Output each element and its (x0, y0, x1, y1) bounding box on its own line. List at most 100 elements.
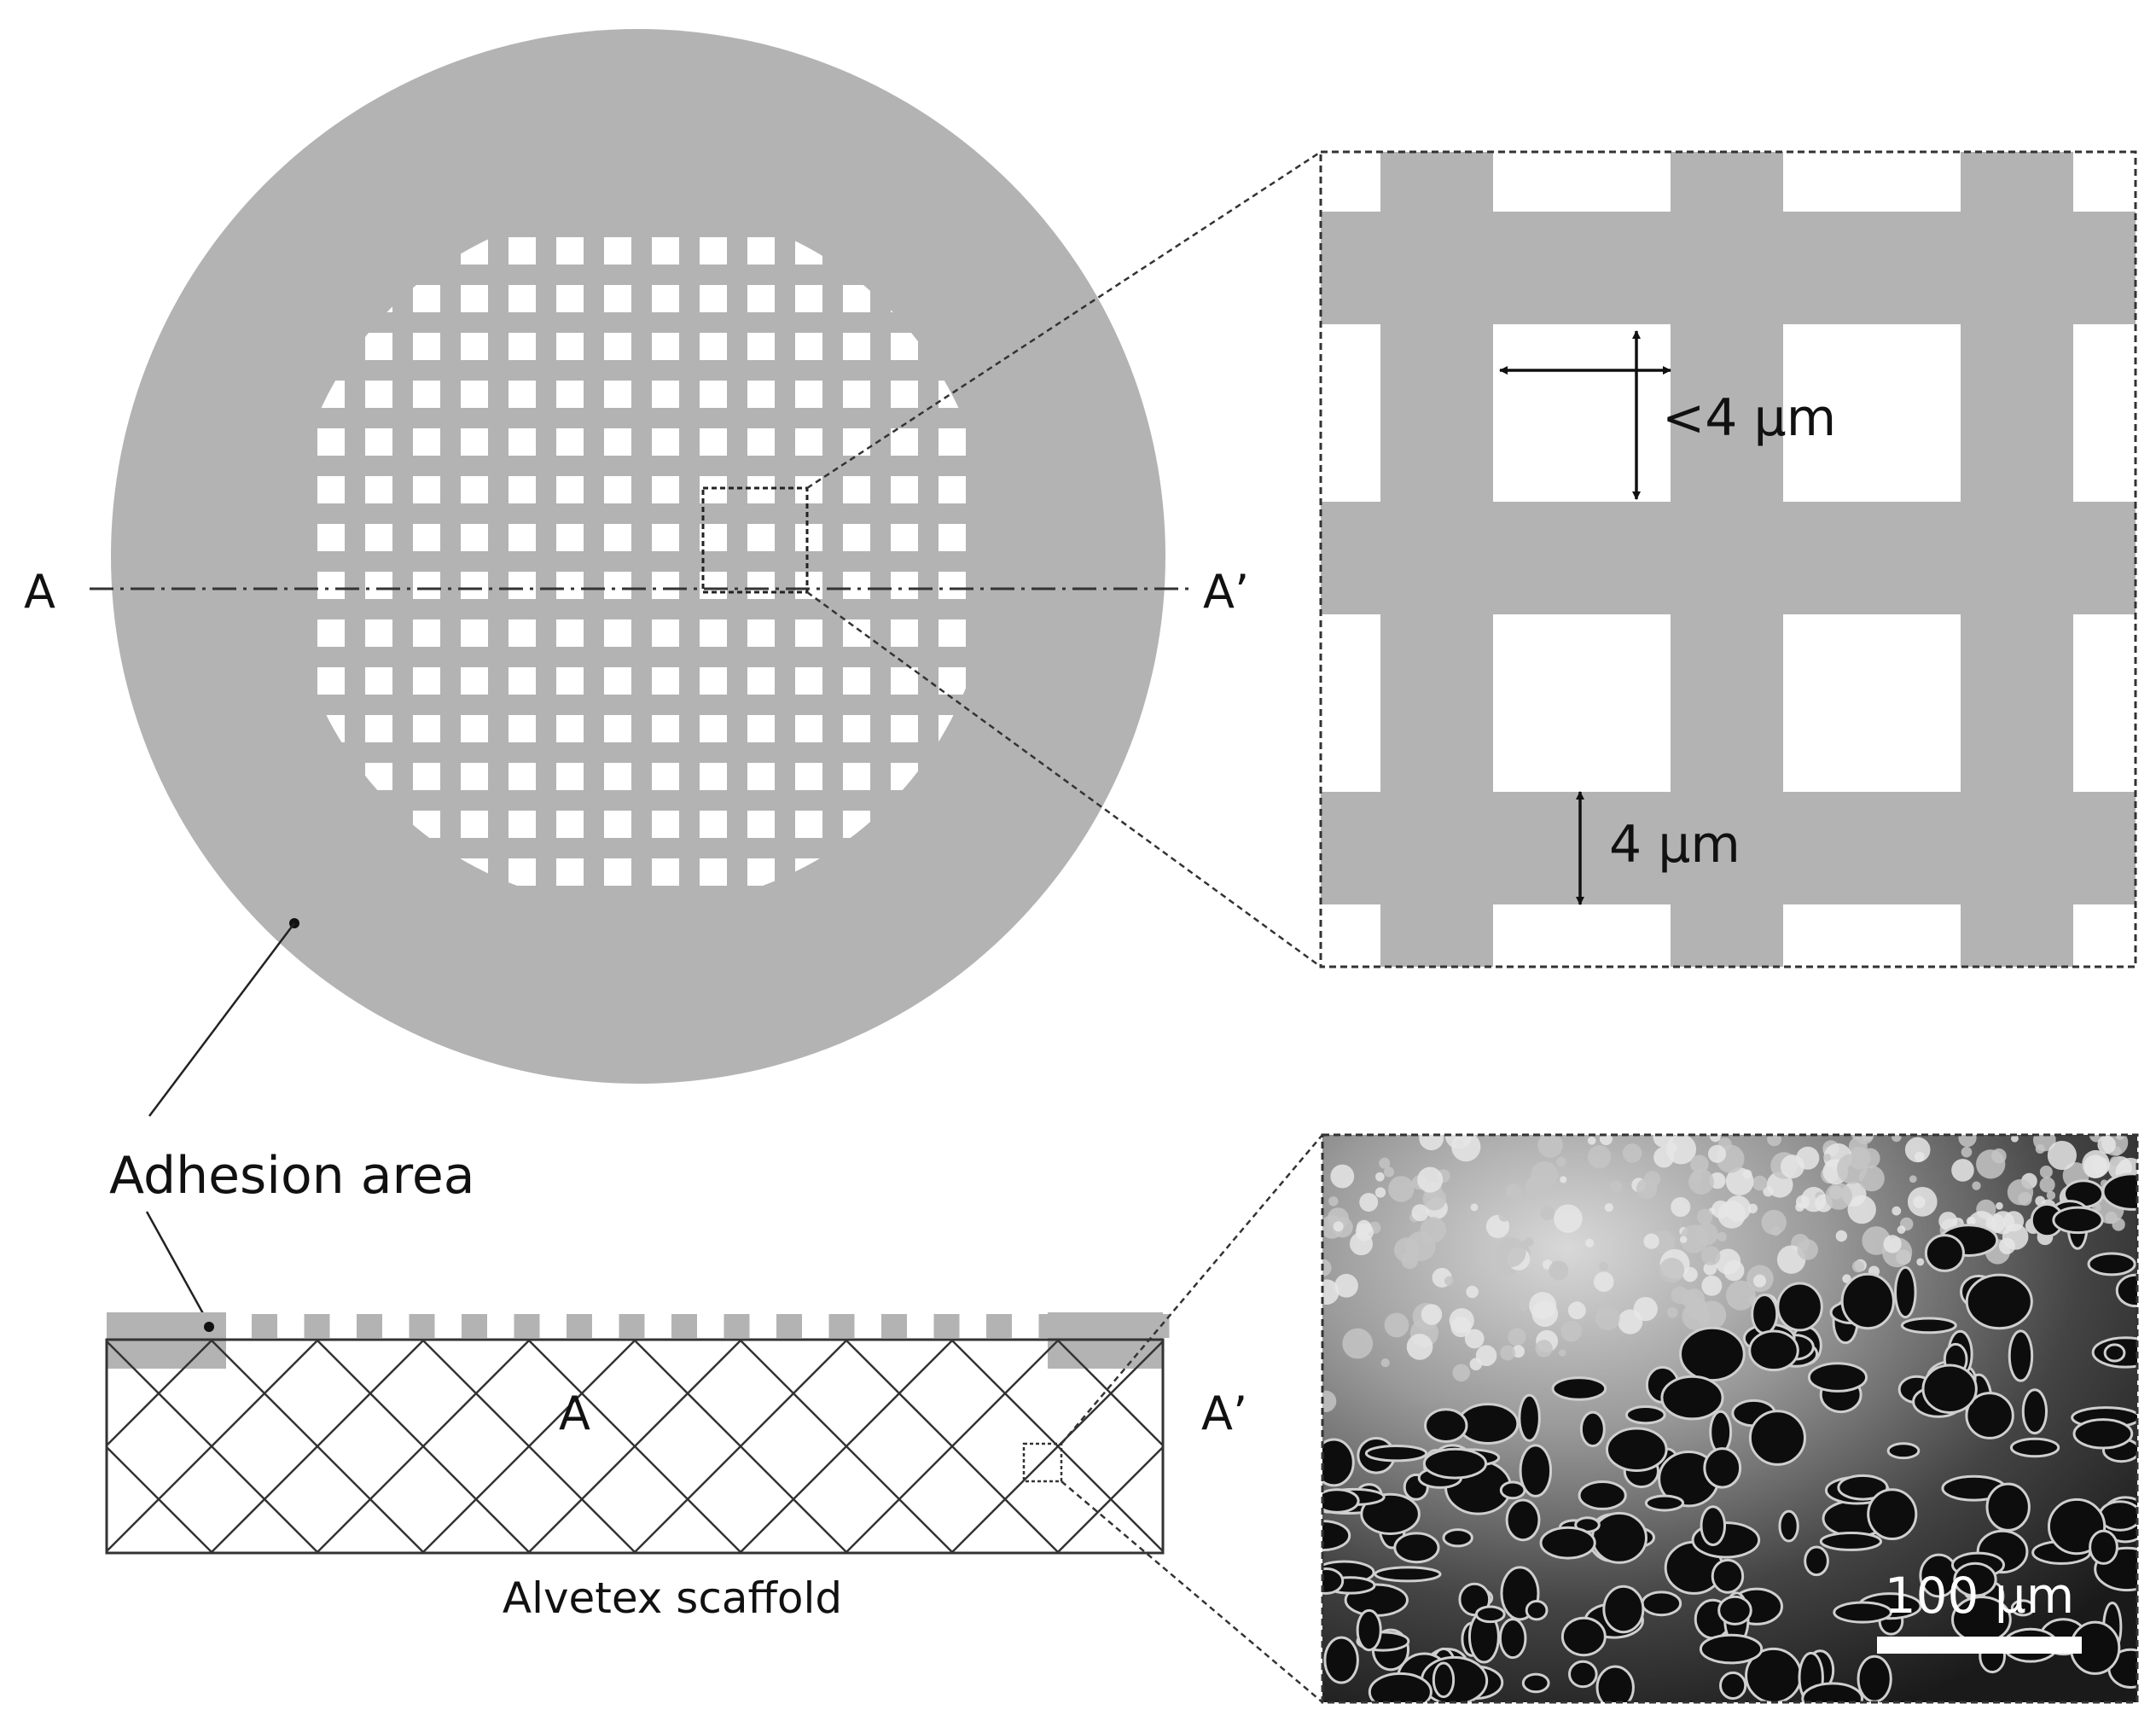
sem-pore (1804, 1545, 1829, 1577)
pore (795, 619, 822, 647)
adhesion-leader-bottom (145, 1211, 211, 1325)
pore (508, 858, 536, 886)
pore (843, 476, 870, 503)
pore (461, 333, 488, 360)
sem-texture (1951, 1159, 1974, 1182)
sem-pore (1778, 1509, 1799, 1543)
pore (604, 715, 631, 742)
sem-texture (2112, 1218, 2125, 1231)
pore (795, 667, 822, 695)
membrane-segment (671, 1314, 697, 1338)
pore (461, 524, 488, 551)
pore (461, 811, 488, 838)
sem-texture (1797, 1239, 1818, 1260)
pore (461, 715, 488, 742)
scaffold-outline (105, 1338, 1165, 1555)
lattice-strut (106, 1446, 213, 1554)
adhesion-area-label: Adhesion area (109, 1146, 475, 1206)
sem-pore (1568, 1660, 1598, 1689)
sem-texture (2097, 1135, 2116, 1154)
sem-pore (1965, 1273, 2033, 1330)
pore (556, 858, 584, 886)
sem-pore (1837, 1474, 1889, 1501)
sem-pore (1748, 1329, 1799, 1372)
sem-texture (2007, 1179, 2034, 1206)
sem-pore (1699, 1633, 1764, 1665)
bar-width-label: 4 µm (1609, 815, 1740, 875)
pore (795, 428, 822, 456)
pore (747, 237, 775, 265)
sem-pore (1644, 1494, 1685, 1512)
grid-bar-horizontal (1321, 212, 2136, 324)
pore (843, 524, 870, 551)
pore (556, 428, 584, 456)
membrane-segment (567, 1314, 592, 1338)
sem-pore (1374, 1566, 1442, 1583)
sem-texture (1996, 1201, 2003, 1210)
lattice-strut (421, 1339, 636, 1554)
sem-texture (1696, 1208, 1713, 1225)
pore (795, 285, 822, 312)
lattice-strut (950, 1339, 1164, 1552)
sem-pore (1857, 1654, 1892, 1702)
pore (365, 381, 392, 408)
sem-texture (1723, 1259, 1745, 1282)
pore (891, 476, 918, 503)
pore (939, 524, 966, 551)
sem-pore (1551, 1376, 1607, 1401)
sem-texture (1444, 1135, 1473, 1149)
sem-texture (1599, 1135, 1613, 1146)
pore-grid (317, 237, 966, 886)
pore (747, 333, 775, 360)
sem-pore (2089, 1529, 2118, 1565)
pore (843, 572, 870, 599)
sem-texture (1567, 1301, 1586, 1320)
sem-pore (1442, 1528, 1473, 1548)
sem-pore (1591, 1511, 1648, 1564)
sem-texture (1384, 1312, 1409, 1338)
pore (317, 428, 345, 456)
pore (365, 428, 392, 456)
membrane-segment (619, 1314, 645, 1338)
pore (508, 811, 536, 838)
sem-texture (1708, 1144, 1727, 1163)
cross-section-label-right: A’ (1201, 1387, 1247, 1440)
sem-pore (1518, 1393, 1541, 1442)
sem-texture (1976, 1149, 2006, 1179)
lattice-strut (739, 1339, 954, 1554)
pore (891, 715, 918, 742)
sem-pore (1833, 1601, 1892, 1624)
pore (508, 237, 536, 265)
sem-texture (2002, 1224, 2029, 1250)
sem-texture (1537, 1135, 1563, 1158)
sem-pore (2103, 1343, 2126, 1363)
pore (461, 285, 488, 312)
pore (891, 619, 918, 647)
sem-pore (1700, 1505, 1727, 1546)
pore (461, 381, 488, 408)
sem-texture (1519, 1301, 1529, 1311)
sem-pore (1560, 1616, 1607, 1657)
sem-texture (1653, 1135, 1674, 1148)
sem-texture (1671, 1196, 1691, 1218)
pore (508, 333, 536, 360)
sem-texture (1406, 1334, 1433, 1360)
sem-texture (1725, 1280, 1756, 1311)
pore (604, 524, 631, 551)
sem-texture (1478, 1252, 1493, 1267)
sem-texture (1512, 1345, 1525, 1358)
sem-texture (1604, 1203, 1613, 1213)
membrane-segment (724, 1314, 750, 1338)
sem-pore (1356, 1608, 1382, 1652)
zoom-selection-box (701, 486, 809, 594)
sem-texture (1892, 1135, 1902, 1143)
pore (795, 381, 822, 408)
pore (508, 619, 536, 647)
sem-pore (1840, 1272, 1895, 1330)
sem-pore (1498, 1618, 1527, 1660)
pore (556, 763, 584, 790)
sem-texture (1449, 1308, 1474, 1334)
sem-texture (1328, 1196, 1339, 1207)
pore (317, 476, 345, 503)
pore (317, 524, 345, 551)
